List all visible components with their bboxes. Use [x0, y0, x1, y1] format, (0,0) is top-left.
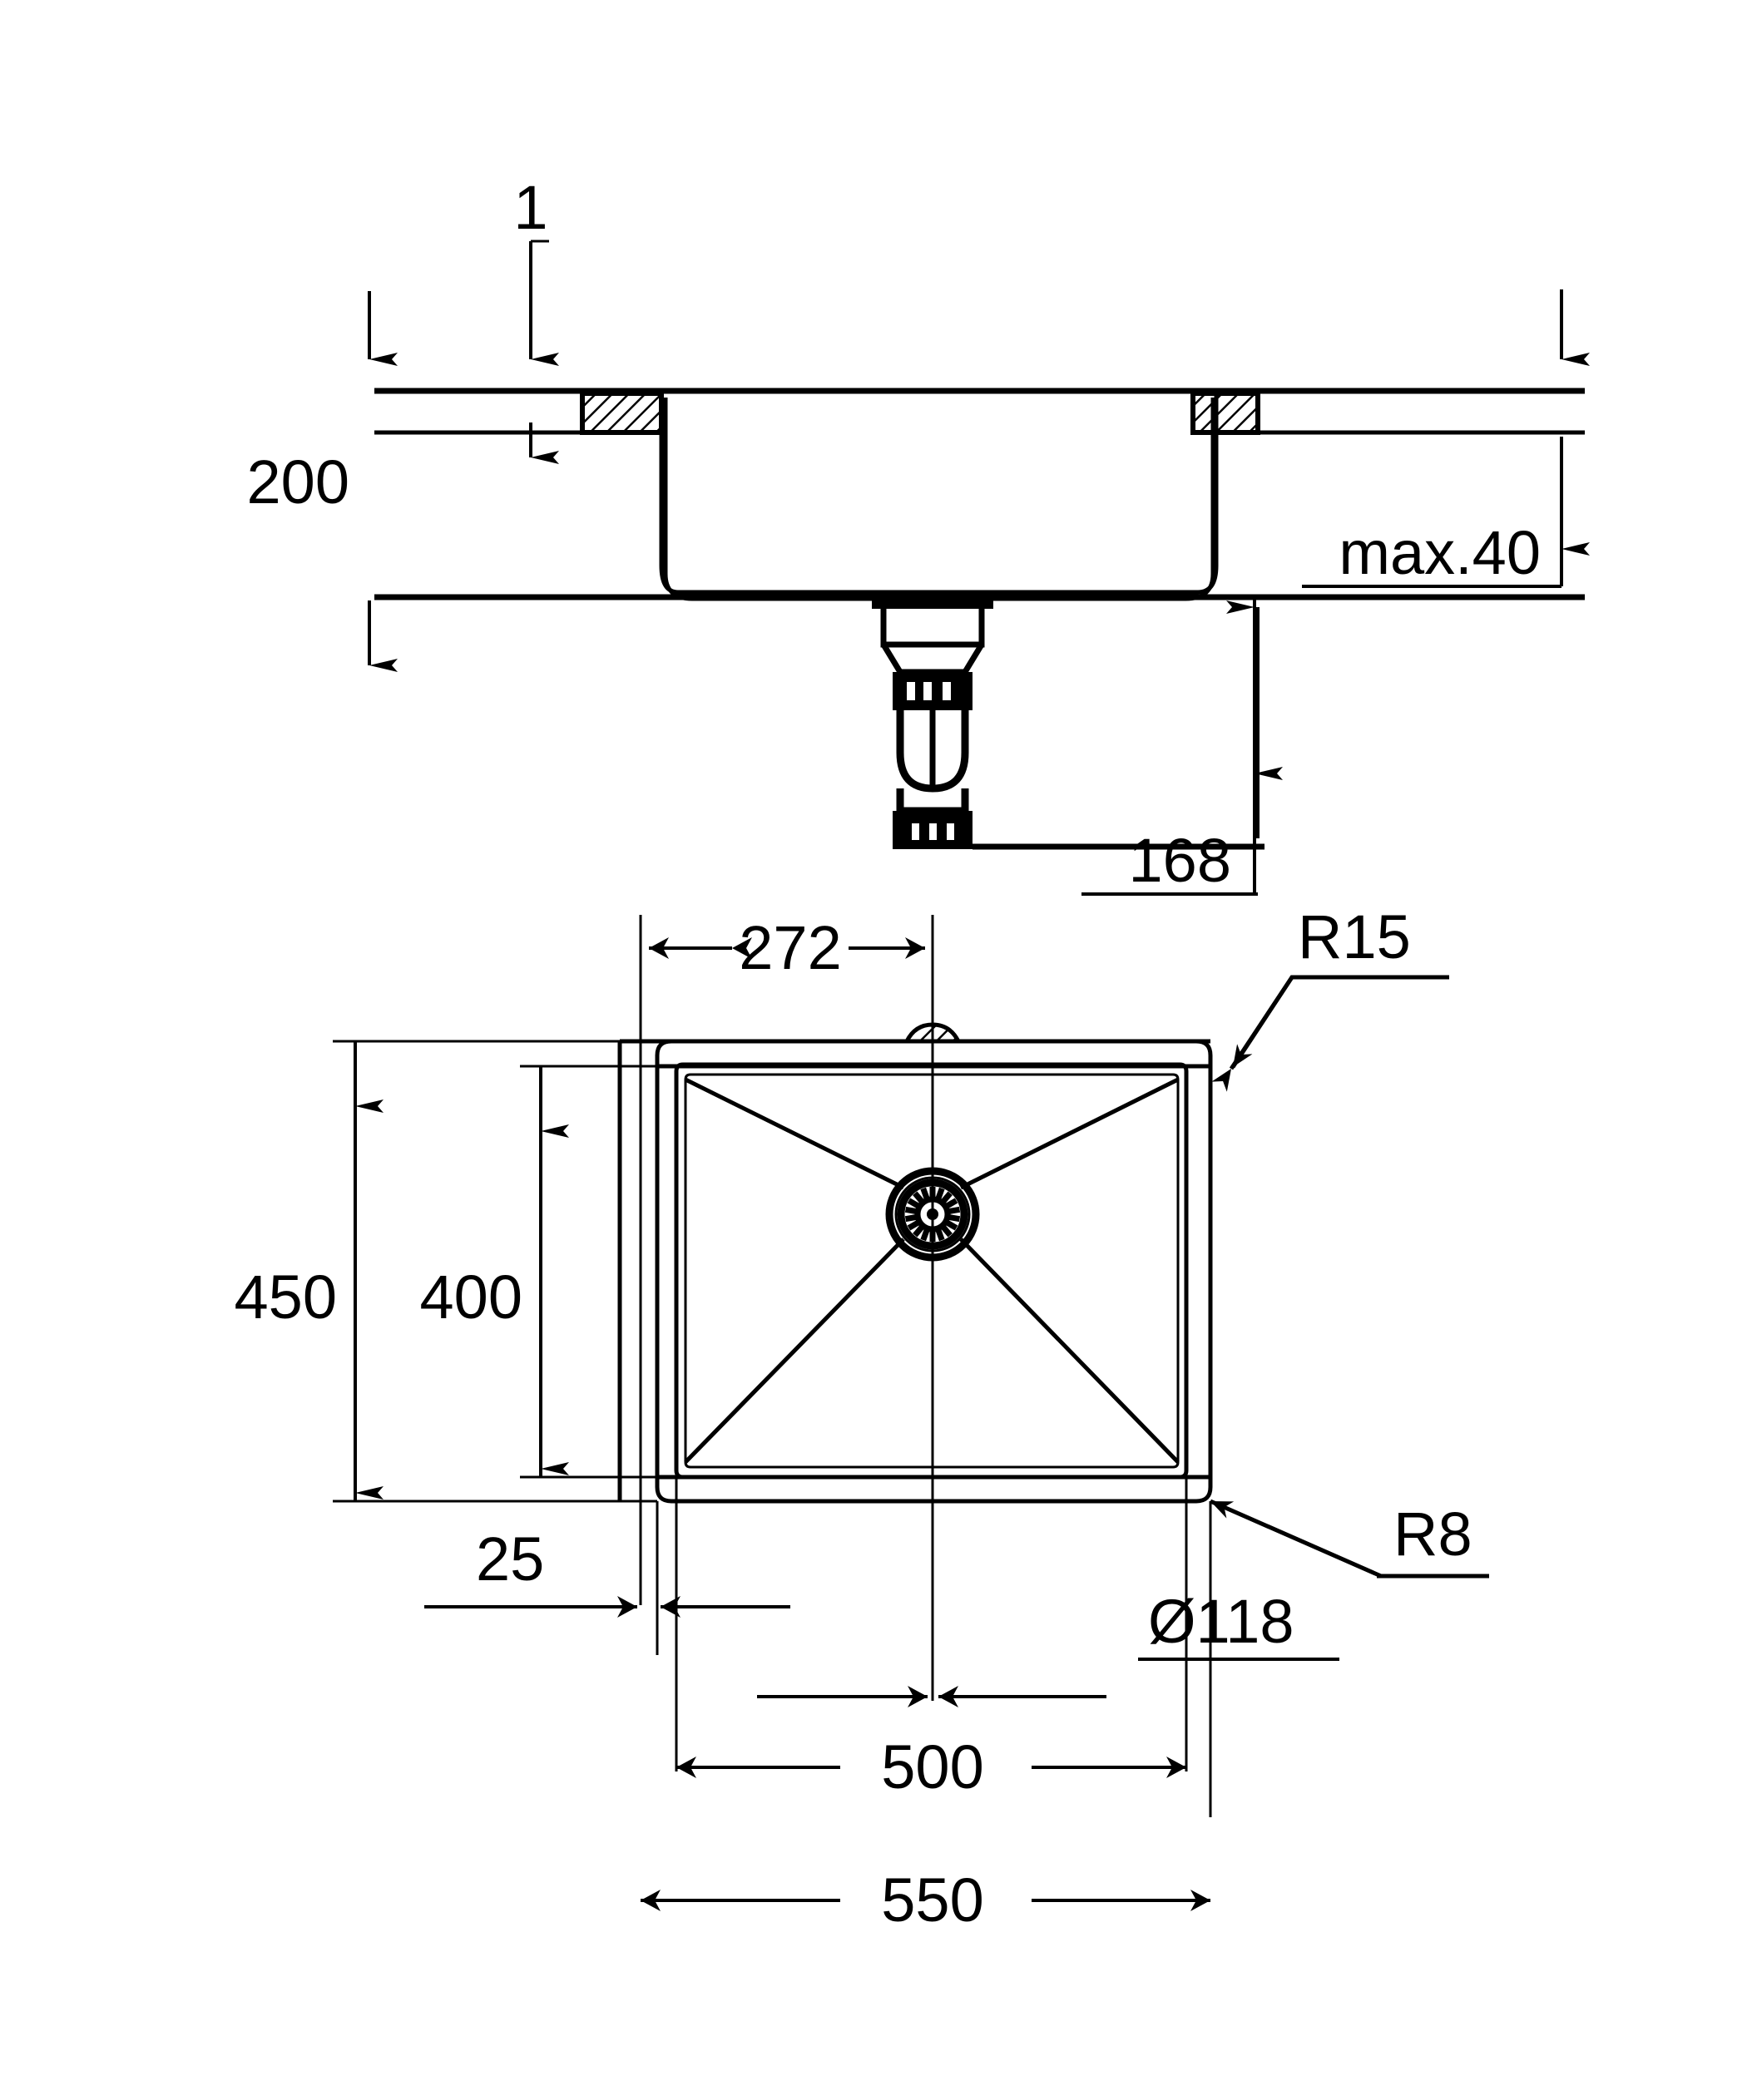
dimension-168: 168: [1081, 595, 1283, 896]
dim-label-272: 272: [739, 913, 841, 982]
dim-label-550: 550: [881, 1865, 983, 1934]
bowl-slope-diagonals: [684, 1077, 1180, 1464]
section-view: 1 200 max.40 168: [247, 173, 1590, 896]
dim-label-25: 25: [476, 1524, 544, 1594]
dim-label-1: 1: [513, 173, 547, 242]
dim-label-r15: R15: [1298, 902, 1411, 971]
plan-view: 272 450 400 25: [235, 902, 1489, 1934]
dimension-25: 25: [424, 1524, 790, 1618]
drain-assembly: [872, 597, 1265, 850]
leader-r8: R8: [1209, 1499, 1489, 1579]
counter-hatch-left: [580, 391, 664, 435]
dimension-500: 500: [676, 1732, 1186, 1801]
dim-label-200: 200: [247, 447, 349, 516]
bowl-rim-offset: [684, 1073, 1180, 1469]
label-diameter-118: Ø118: [1138, 1587, 1339, 1661]
dimension-thickness-1: 1: [513, 173, 559, 464]
dim-label-450: 450: [235, 1262, 337, 1332]
dim-label-max40: max.40: [1339, 518, 1541, 587]
dimension-depth-200: 200: [247, 291, 398, 672]
dimension-272: 272: [639, 913, 934, 1048]
dimension-max40: max.40: [1302, 289, 1590, 588]
dimension-550: 550: [641, 1865, 1210, 1934]
dim-label-d118: Ø118: [1148, 1587, 1294, 1656]
dimension-400: 400: [420, 1065, 676, 1479]
dim-label-400: 400: [420, 1262, 522, 1332]
dim-label-500: 500: [881, 1732, 983, 1801]
dim-label-168: 168: [1129, 826, 1231, 895]
outer-rect-r15: [655, 1039, 1213, 1504]
dim-label-r8: R8: [1393, 1500, 1472, 1569]
drain-slots: [904, 1187, 961, 1242]
counter-hatch-right: [1190, 391, 1260, 435]
bowl-walls: [663, 398, 1215, 601]
leader-r15: R15: [1211, 902, 1449, 1092]
dimension-450: 450: [235, 1040, 657, 1503]
bowl-section-outline: [659, 391, 1219, 595]
